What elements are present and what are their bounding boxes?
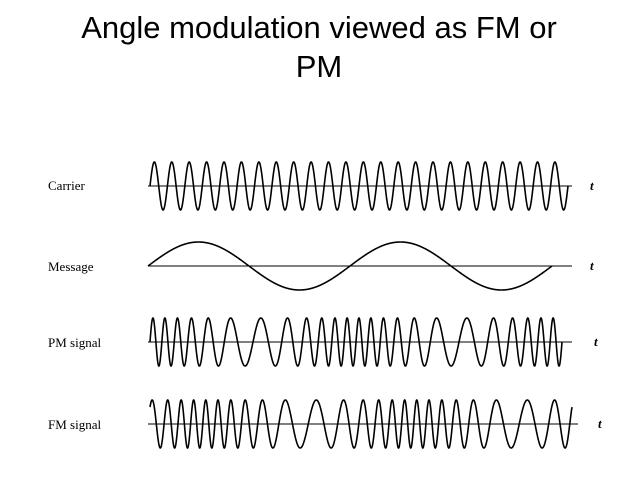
pm-row: PM signal t — [48, 317, 598, 367]
fm-signal-label: FM signal — [48, 417, 101, 432]
slide-title-line-1: Angle modulation viewed as FM or — [81, 10, 557, 45]
pm-waveform — [149, 317, 563, 367]
carrier-row: Carrier t — [48, 161, 594, 211]
pm-signal-label: PM signal — [48, 335, 101, 350]
fm-row: FM signal t — [48, 399, 602, 449]
carrier-axis-t-label: t — [590, 178, 594, 193]
message-axis-t-label: t — [590, 258, 594, 273]
carrier-label: Carrier — [48, 178, 85, 193]
message-waveform — [147, 241, 553, 291]
slide-title-line-2: PM — [295, 49, 343, 84]
pm-axis-t-label: t — [594, 334, 598, 349]
fm-axis-t-label: t — [598, 416, 602, 431]
fm-waveform — [149, 399, 573, 449]
message-row: Message t — [48, 241, 594, 291]
slide-title: Angle modulation viewed as FM or PM — [0, 8, 638, 86]
message-label: Message — [48, 259, 94, 274]
carrier-waveform — [149, 161, 569, 211]
